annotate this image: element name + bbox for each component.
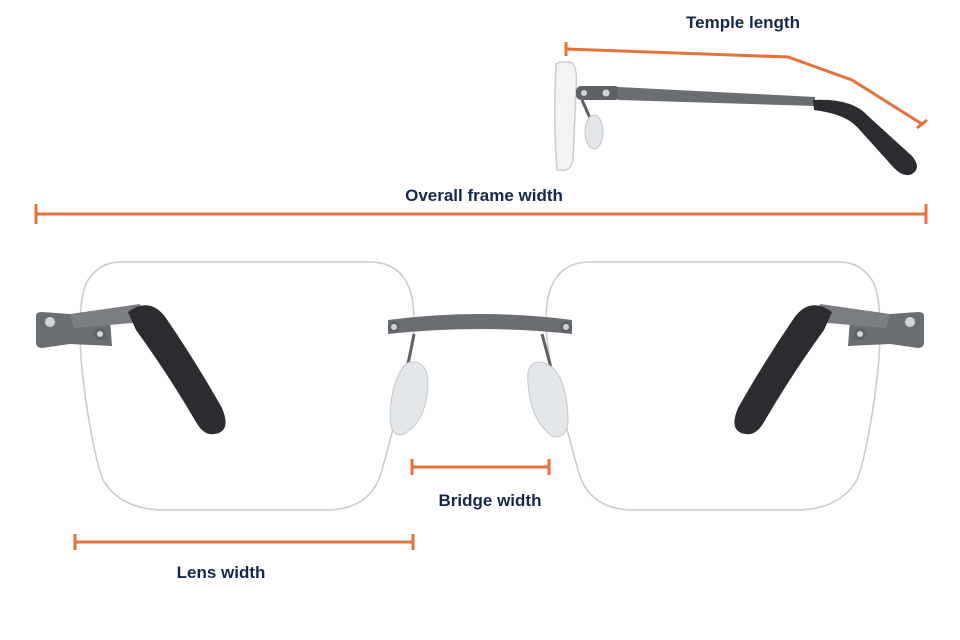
bridge-width-measure [410,459,551,475]
right-temple-arm [816,304,890,328]
lens-width-measure [73,534,415,550]
front-view-glasses [36,261,924,511]
bridge-width-label: Bridge width [438,491,542,510]
left-lens [79,261,415,511]
side-view-temple-tip [813,99,917,176]
side-view-hinge [576,86,620,100]
bridge-bar [388,314,572,334]
temple-length-label: Temple length [686,13,800,32]
side-view-screw-icon [602,89,610,97]
left-temple-tip [128,305,226,435]
right-temple-tip [734,305,832,435]
side-view-nose-pad [584,114,604,150]
side-view-temple-arm [618,87,815,106]
overall-frame-width-measure [34,204,928,224]
right-nose-pad [527,361,569,438]
overall-frame-width-label: Overall frame width [405,186,563,205]
temple-length-measure [564,42,928,130]
side-view-rivet-icon [581,90,587,96]
left-nose-pad [389,361,429,436]
left-temple-arm [70,304,144,328]
side-view-lens [553,61,578,172]
side-view-glasses [553,61,917,176]
side-view-pad-arm [580,99,592,119]
right-lens [545,261,881,511]
lens-width-label: Lens width [176,563,266,582]
